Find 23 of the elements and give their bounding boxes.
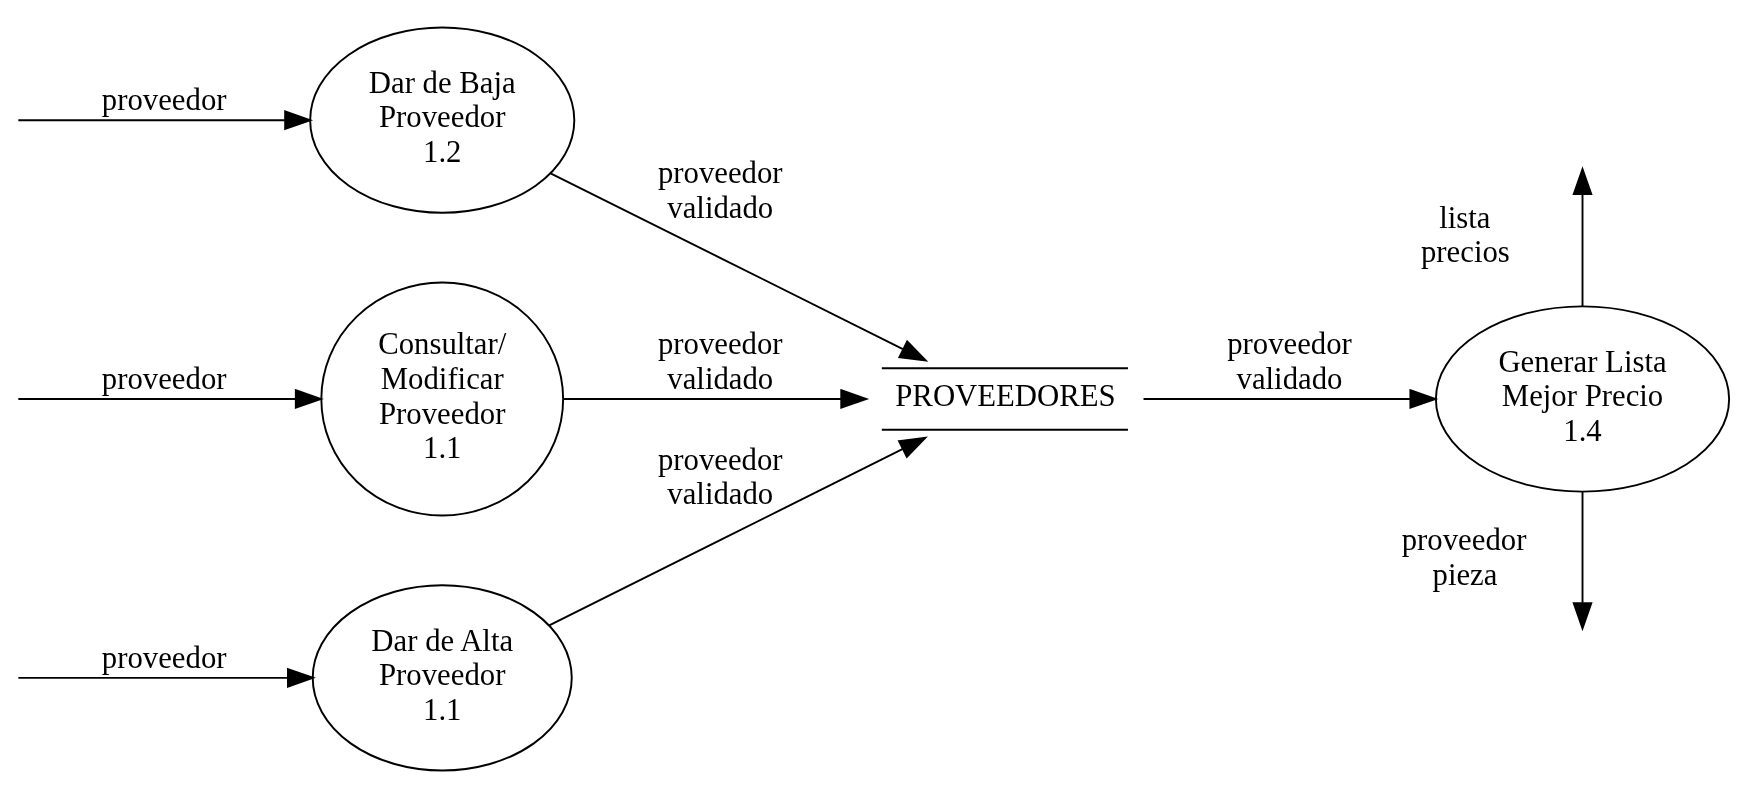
arrow bbox=[1572, 490, 1593, 631]
edge-label: lista precios bbox=[1420, 200, 1510, 269]
arrow bbox=[17, 109, 314, 130]
arrow bbox=[562, 388, 870, 409]
arrow bbox=[17, 667, 316, 688]
edge-label: proveedor validado bbox=[1227, 326, 1352, 396]
node-ellipse: Generar Lista Mejor Precio 1.4 bbox=[1434, 304, 1731, 493]
edge-label: proveedor bbox=[101, 82, 227, 117]
edge-label: proveedor validado bbox=[657, 442, 783, 511]
node-circle: Consultar/ Modificar Proveedor 1.1 bbox=[320, 281, 565, 517]
node-ellipse: Dar de Baja Proveedor 1.2 bbox=[309, 26, 576, 214]
arrow bbox=[17, 388, 324, 409]
node-text: PROVEEDORES bbox=[895, 378, 1116, 413]
arrow bbox=[1142, 388, 1439, 409]
edge-label: proveedor validado bbox=[657, 155, 783, 225]
edge-label: proveedor bbox=[101, 361, 227, 396]
node-ellipse: Dar de Alta Proveedor 1.1 bbox=[311, 583, 573, 771]
edge-label: proveedor pieza bbox=[1401, 522, 1527, 592]
arrow bbox=[1572, 165, 1593, 307]
edge-label: proveedor bbox=[101, 640, 227, 675]
arrow bbox=[548, 435, 928, 626]
edge-label: proveedor validado bbox=[657, 326, 783, 396]
arrow bbox=[549, 171, 929, 362]
